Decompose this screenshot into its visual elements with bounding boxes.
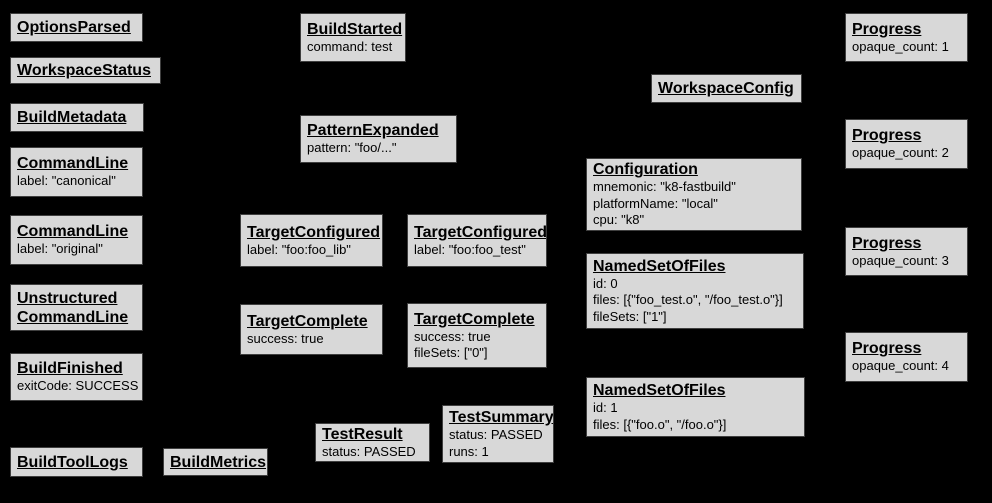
node-target-complete-foo-test: TargetComplete success: true fileSets: [… xyxy=(407,303,547,368)
node-workspace-config: WorkspaceConfig xyxy=(651,74,802,103)
node-progress-1: Progress opaque_count: 1 xyxy=(845,13,968,62)
node-title: BuildToolLogs xyxy=(17,453,128,471)
node-command-line-canonical: CommandLine label: "canonical" xyxy=(10,147,143,197)
node-build-started: BuildStarted command: test xyxy=(300,13,406,62)
node-title: Configuration xyxy=(593,161,698,179)
node-title: BuildStarted xyxy=(307,20,403,38)
node-title: BuildMetadata xyxy=(17,109,127,126)
node-title: WorkspaceStatus xyxy=(17,62,151,79)
node-title: Progress xyxy=(852,340,922,358)
node-target-complete-foo-lib: TargetComplete success: true xyxy=(240,304,383,355)
node-title: BuildMetrics xyxy=(170,453,267,471)
node-named-set-of-files-1: NamedSetOfFiles id: 1 files: [{"foo.o", … xyxy=(586,377,805,437)
node-target-configured-foo-lib: TargetConfigured label: "foo:foo_lib" xyxy=(240,214,383,267)
node-attribute: fileSets: ["1"] xyxy=(593,308,667,324)
node-build-metrics: BuildMetrics xyxy=(163,448,268,476)
node-title: TargetComplete xyxy=(247,312,368,330)
node-attribute: status: PASSED xyxy=(449,427,543,442)
node-attribute: id: 0 xyxy=(593,275,618,291)
node-title: WorkspaceConfig xyxy=(658,80,794,97)
node-build-metadata: BuildMetadata xyxy=(10,103,144,132)
node-attribute: exitCode: SUCCESS xyxy=(17,378,139,394)
node-attribute: opaque_count: 2 xyxy=(852,145,949,161)
node-attribute: opaque_count: 3 xyxy=(852,252,949,268)
node-command-line-original: CommandLine label: "original" xyxy=(10,215,143,265)
node-named-set-of-files-0: NamedSetOfFiles id: 0 files: [{"foo_test… xyxy=(586,253,804,329)
node-attribute: platformName: "local" xyxy=(593,195,718,211)
node-attribute: mnemonic: "k8-fastbuild" xyxy=(593,179,736,195)
node-title: TargetConfigured xyxy=(414,223,547,241)
node-attribute: pattern: "foo/..." xyxy=(307,140,397,156)
node-attribute: fileSets: ["0"] xyxy=(414,345,488,360)
node-title: TargetComplete xyxy=(414,310,535,328)
node-build-tool-logs: BuildToolLogs xyxy=(10,447,143,477)
node-attribute: opaque_count: 1 xyxy=(852,38,949,54)
node-progress-3: Progress opaque_count: 3 xyxy=(845,227,968,276)
node-title: PatternExpanded xyxy=(307,122,439,140)
node-title: Progress xyxy=(852,20,922,38)
node-target-configured-foo-test: TargetConfigured label: "foo:foo_test" xyxy=(407,214,547,267)
node-build-finished: BuildFinished exitCode: SUCCESS xyxy=(10,353,143,401)
node-title: Unstructured CommandLine xyxy=(17,289,129,326)
node-attribute: files: [{"foo_test.o", "/foo_test.o"}] xyxy=(593,292,783,308)
node-attribute: label: "foo:foo_test" xyxy=(414,241,526,257)
node-title: Progress xyxy=(852,234,922,252)
node-unstructured-command-line: Unstructured CommandLine xyxy=(10,284,143,331)
node-title: OptionsParsed xyxy=(17,19,131,36)
node-attribute: opaque_count: 4 xyxy=(852,358,949,374)
node-title: BuildFinished xyxy=(17,360,123,378)
node-options-parsed: OptionsParsed xyxy=(10,13,143,42)
node-title: NamedSetOfFiles xyxy=(593,382,726,399)
node-attribute: label: "original" xyxy=(17,241,103,257)
node-attribute: label: "foo:foo_lib" xyxy=(247,241,351,257)
node-title: CommandLine xyxy=(17,223,129,241)
node-attribute: success: true xyxy=(414,328,491,344)
node-progress-2: Progress opaque_count: 2 xyxy=(845,119,968,169)
node-attribute: runs: 1 xyxy=(449,443,489,459)
node-pattern-expanded: PatternExpanded pattern: "foo/..." xyxy=(300,115,457,163)
node-title: TestResult xyxy=(322,425,403,443)
node-progress-4: Progress opaque_count: 4 xyxy=(845,332,968,382)
node-title: TargetConfigured xyxy=(247,223,381,241)
node-configuration: Configuration mnemonic: "k8-fastbuild" p… xyxy=(586,158,802,231)
node-attribute: command: test xyxy=(307,38,393,54)
node-title: TestSummary xyxy=(449,409,554,426)
node-attribute: files: [{"foo.o", "/foo.o"}] xyxy=(593,416,727,432)
node-title: Progress xyxy=(852,127,922,145)
node-attribute: id: 1 xyxy=(593,400,618,415)
node-title: NamedSetOfFiles xyxy=(593,257,726,275)
node-workspace-status: WorkspaceStatus xyxy=(10,57,161,84)
node-test-summary: TestSummary status: PASSED runs: 1 xyxy=(442,405,554,463)
node-attribute: label: "canonical" xyxy=(17,173,116,189)
node-test-result: TestResult status: PASSED xyxy=(315,423,430,462)
node-attribute: success: true xyxy=(247,330,324,346)
node-title: CommandLine xyxy=(17,155,129,173)
node-attribute: status: PASSED xyxy=(322,443,416,459)
node-attribute: cpu: "k8" xyxy=(593,212,645,228)
